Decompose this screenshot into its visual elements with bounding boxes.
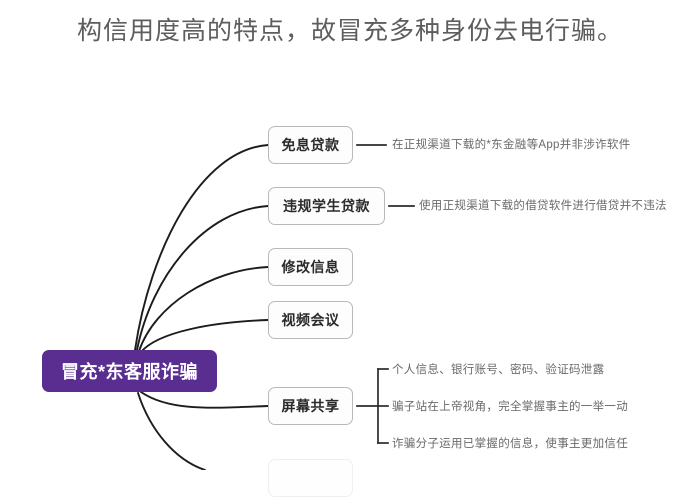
mindmap-branch-node-partial[interactable] <box>268 459 353 497</box>
mindmap-branch-label: 视频会议 <box>281 312 340 328</box>
edge-to-branch-3 <box>140 319 269 353</box>
mindmap-note: 使用正规渠道下载的借贷软件进行借贷并不违法 <box>419 200 667 212</box>
mindmap-branch-node[interactable]: 屏幕共享 <box>268 387 353 425</box>
edge-to-branch-0 <box>134 144 269 351</box>
mindmap-branch-label: 违规学生贷款 <box>283 198 370 214</box>
mindmap-branch-node[interactable]: 视频会议 <box>268 301 353 339</box>
mindmap-branch-node[interactable]: 免息贷款 <box>268 126 353 164</box>
mindmap-branch-label: 屏幕共享 <box>281 398 340 414</box>
mindmap-root-node[interactable]: 冒充*东客服诈骗 <box>42 350 217 392</box>
edge-to-branch-4 <box>140 391 269 409</box>
edge-to-branch-2 <box>138 266 269 352</box>
mindmap-root-label: 冒充*东客服诈骗 <box>60 362 198 382</box>
edge-to-branch-5 <box>137 392 206 470</box>
page-title: 构信用度高的特点，故冒充多种身份去电行骗。 <box>76 17 623 45</box>
mindmap-note: 诈骗分子运用已掌握的信息，使事主更加信任 <box>392 438 628 450</box>
mindmap-canvas: 冒充*东客服诈骗 免息贷款 违规学生贷款 修改信息 视频会议 屏幕共享 在正规渠… <box>42 126 667 497</box>
mindmap-note: 骗子站在上帝视角，完全掌握事主的一举一动 <box>392 401 628 413</box>
mindmap-branch-node[interactable]: 修改信息 <box>268 248 353 286</box>
mindmap-branch-node[interactable]: 违规学生贷款 <box>268 187 385 225</box>
mindmap-branch-label: 修改信息 <box>281 259 340 275</box>
mindmap-note: 个人信息、银行账号、密码、验证码泄露 <box>392 364 605 376</box>
mindmap-branch-label: 免息贷款 <box>281 137 340 153</box>
mindmap-note: 在正规渠道下载的*东金融等App并非涉诈软件 <box>392 139 631 151</box>
edge-to-branch-1 <box>136 205 269 351</box>
